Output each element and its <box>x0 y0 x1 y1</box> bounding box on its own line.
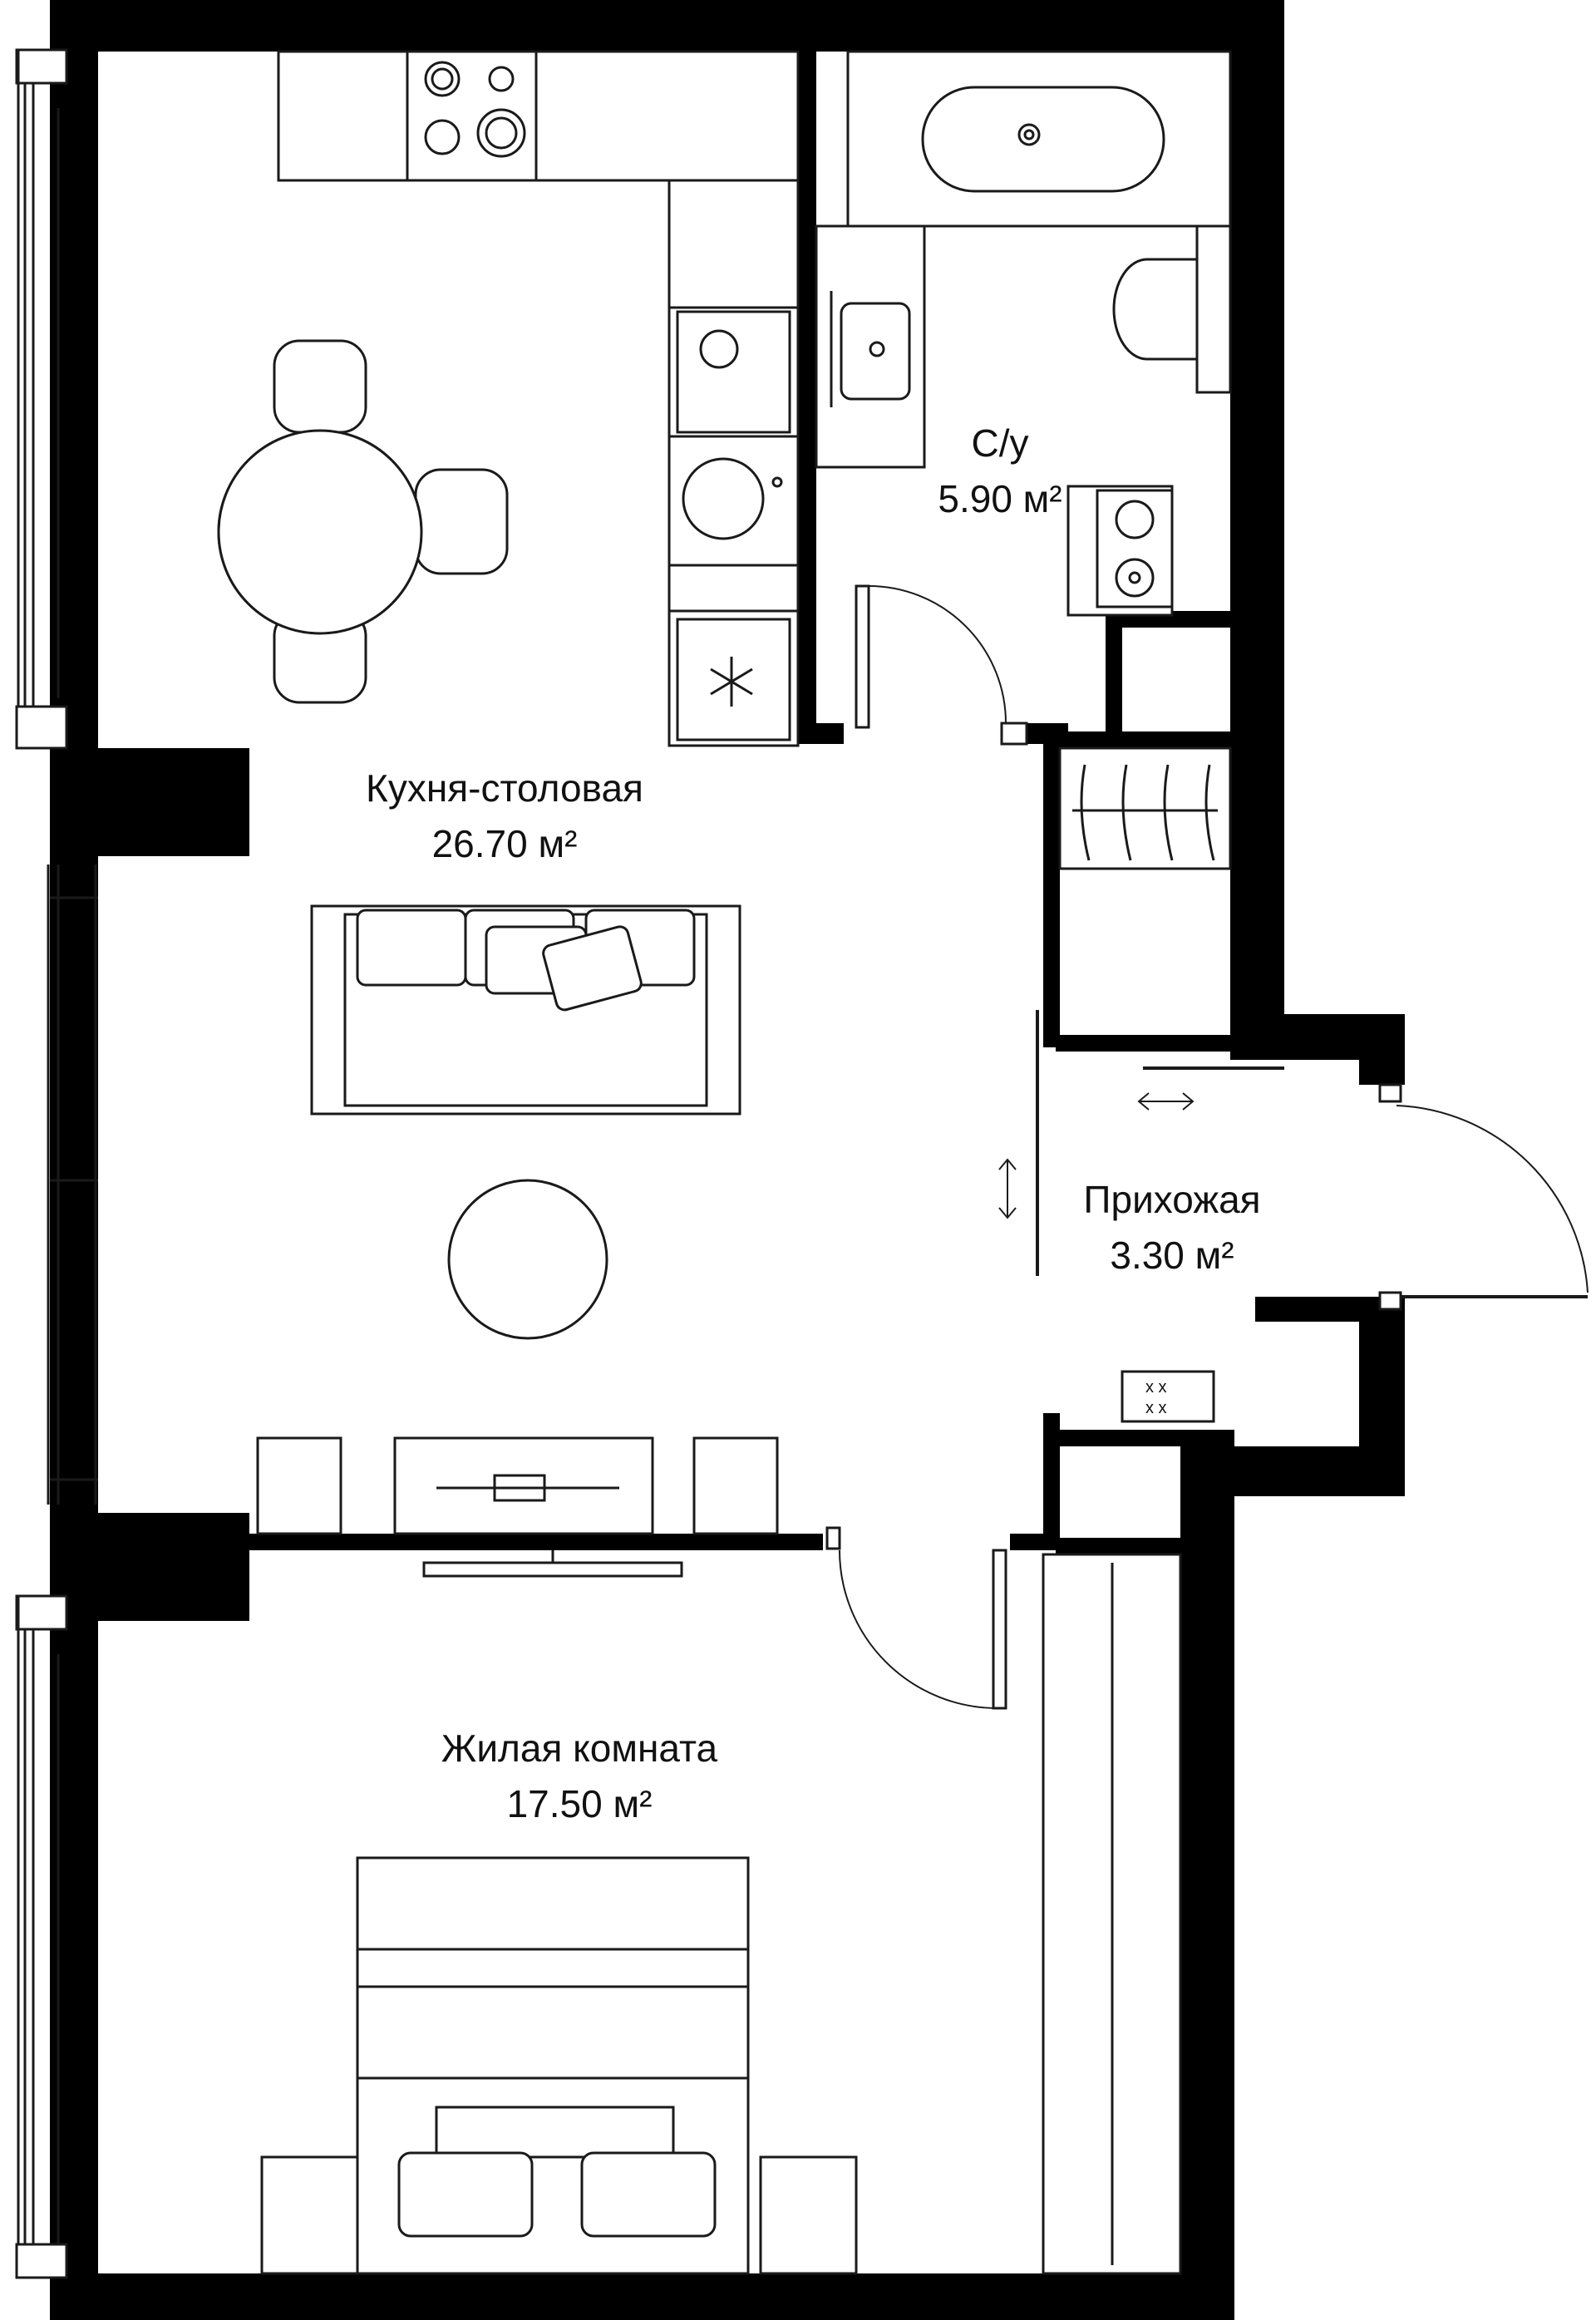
room-label-bathroom: С/у 5.90 м² <box>938 416 1062 526</box>
hallway-closet <box>1058 746 1232 870</box>
kitchen-counter <box>277 50 800 747</box>
room-label-hallway: Прихожая 3.30 м² <box>1083 1172 1260 1283</box>
toilet <box>1112 224 1232 394</box>
room-label-kitchen: Кухня-столовая 26.70 м² <box>366 761 643 871</box>
double-arrow-icon <box>998 1092 1195 1219</box>
bathroom-sink <box>815 224 926 469</box>
washer-icon <box>1066 485 1174 617</box>
coffee-table <box>447 1179 608 1340</box>
room-area: 26.70 м² <box>431 821 578 865</box>
bed <box>260 1856 858 2275</box>
interior-walls <box>249 46 1243 1554</box>
room-area: 5.90 м² <box>938 476 1062 520</box>
tv-console <box>256 1436 779 1578</box>
room-name: Прихожая <box>1083 1178 1261 1221</box>
room-area: 17.50 м² <box>506 1781 653 1825</box>
room-name: Жилая комната <box>441 1726 718 1770</box>
bedroom-door <box>825 1526 1007 1710</box>
bathroom-door <box>855 584 1028 746</box>
bathtub <box>846 50 1232 228</box>
windows <box>15 48 98 2279</box>
wardrobe <box>1042 1553 1182 2275</box>
room-area: 3.30 м² <box>1110 1233 1234 1277</box>
room-label-living: Жилая комната 17.50 м² <box>441 1721 717 1831</box>
sofa <box>310 904 741 1116</box>
dining-table <box>217 339 509 704</box>
svg-text:x x: x x <box>1145 1378 1167 1396</box>
electrical-panel: x x x x <box>1121 1370 1215 1423</box>
outer-walls <box>50 0 1405 2320</box>
snowflake-icon <box>710 657 753 707</box>
entrance-door <box>1378 1083 1589 1311</box>
room-name: С/у <box>971 421 1029 465</box>
svg-text:x x: x x <box>1145 1399 1167 1417</box>
room-name: Кухня-столовая <box>366 766 643 810</box>
